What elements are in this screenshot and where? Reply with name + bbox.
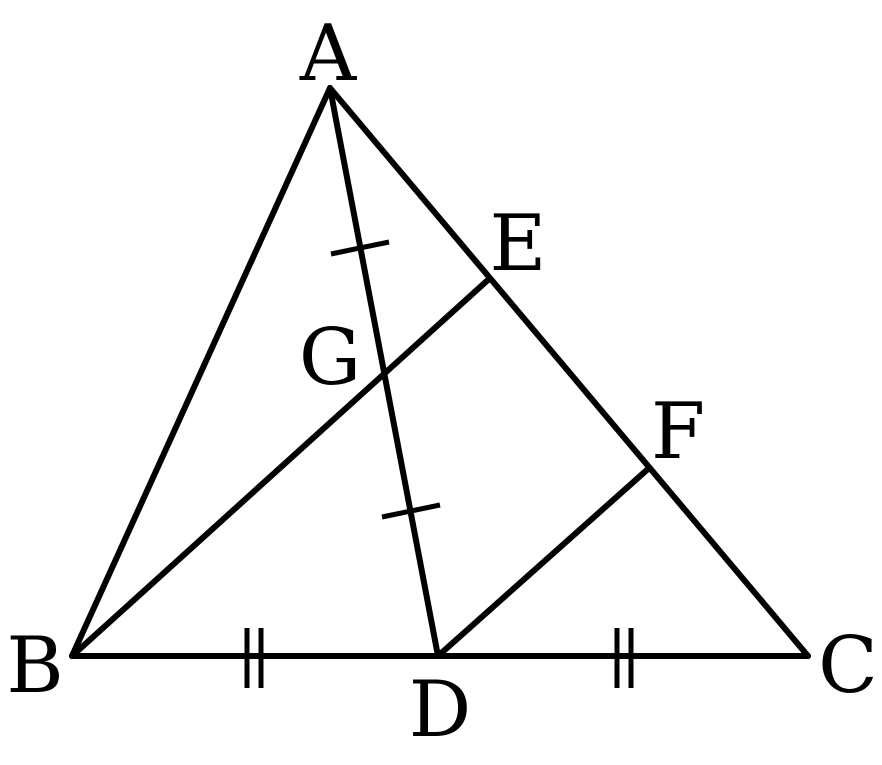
segment-ab: [69, 85, 333, 659]
segment-ca: [327, 85, 811, 659]
label-g: G: [299, 313, 361, 403]
label-d: D: [409, 665, 472, 755]
label-f: F: [651, 387, 705, 477]
segment-be: [69, 276, 492, 659]
label-a: A: [299, 9, 358, 99]
label-c: C: [818, 621, 878, 711]
segment-df: [435, 466, 651, 659]
label-b: B: [6, 621, 63, 711]
tick-gd: [381, 502, 441, 520]
label-e: E: [490, 199, 547, 289]
tick-ag: [330, 239, 390, 257]
